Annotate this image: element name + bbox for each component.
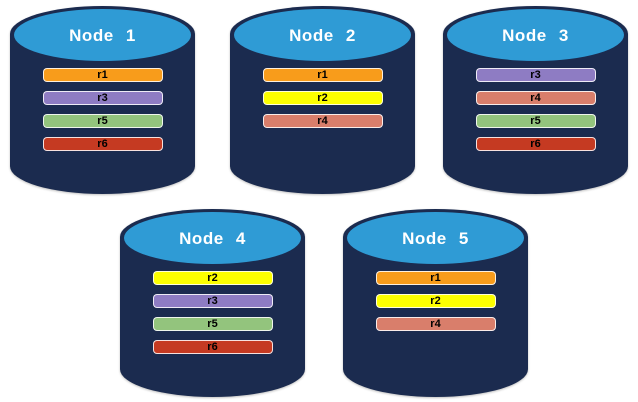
replica-label: r4 (530, 91, 541, 104)
replica-bar-r3: r3 (42, 91, 163, 105)
node-3: Node 3 r3 r4 r5 r6 (443, 6, 628, 194)
replica-label: r3 (97, 91, 108, 104)
replica-bar-r5: r5 (42, 114, 163, 128)
replica-bar-r6: r6 (42, 137, 163, 151)
replica-bar-r1: r1 (375, 271, 496, 285)
replica-list: r2 r3 r5 r6 (152, 271, 273, 354)
cylinder-top: Node 3 (447, 9, 624, 61)
replica-label: r4 (317, 114, 328, 127)
replica-label: r5 (530, 114, 541, 127)
replica-bar-r2: r2 (375, 294, 496, 308)
replica-list: r1 r2 r4 (262, 68, 383, 128)
replica-label: r2 (430, 294, 441, 307)
replica-bar-r4: r4 (262, 114, 383, 128)
replica-list: r3 r4 r5 r6 (475, 68, 596, 151)
node-2: Node 2 r1 r2 r4 (230, 6, 415, 194)
replica-label: r2 (317, 91, 328, 104)
node-title: Node 1 (69, 25, 136, 45)
replica-bar-r2: r2 (152, 271, 273, 285)
replica-label: r4 (430, 317, 441, 330)
replica-label: r1 (317, 68, 328, 81)
replica-label: r6 (97, 137, 108, 150)
replica-list: r1 r2 r4 (375, 271, 496, 331)
replica-bar-r6: r6 (152, 340, 273, 354)
cylinder-top: Node 1 (14, 9, 191, 61)
replica-bar-r1: r1 (262, 68, 383, 82)
replica-bar-r5: r5 (152, 317, 273, 331)
cylinder-top: Node 4 (124, 212, 301, 264)
replica-bar-r4: r4 (375, 317, 496, 331)
node-4: Node 4 r2 r3 r5 r6 (120, 209, 305, 397)
replica-label: r2 (207, 271, 218, 284)
replica-label: r6 (207, 340, 218, 353)
cylinder-top: Node 2 (234, 9, 411, 61)
replica-label: r3 (207, 294, 218, 307)
cylinder-top: Node 5 (347, 212, 524, 264)
replica-bar-r4: r4 (475, 91, 596, 105)
replica-bar-r6: r6 (475, 137, 596, 151)
replica-label: r5 (97, 114, 108, 127)
node-5: Node 5 r1 r2 r4 (343, 209, 528, 397)
replica-bar-r3: r3 (475, 68, 596, 82)
replica-list: r1 r3 r5 r6 (42, 68, 163, 151)
node-title: Node 5 (402, 228, 469, 248)
replica-label: r3 (530, 68, 541, 81)
replica-bar-r1: r1 (42, 68, 163, 82)
node-title: Node 4 (179, 228, 246, 248)
node-1: Node 1 r1 r3 r5 r6 (10, 6, 195, 194)
replica-label: r6 (530, 137, 541, 150)
node-title: Node 2 (289, 25, 356, 45)
replica-bar-r2: r2 (262, 91, 383, 105)
replica-label: r5 (207, 317, 218, 330)
replica-label: r1 (430, 271, 441, 284)
replica-label: r1 (97, 68, 108, 81)
node-title: Node 3 (502, 25, 569, 45)
replica-bar-r3: r3 (152, 294, 273, 308)
replica-bar-r5: r5 (475, 114, 596, 128)
